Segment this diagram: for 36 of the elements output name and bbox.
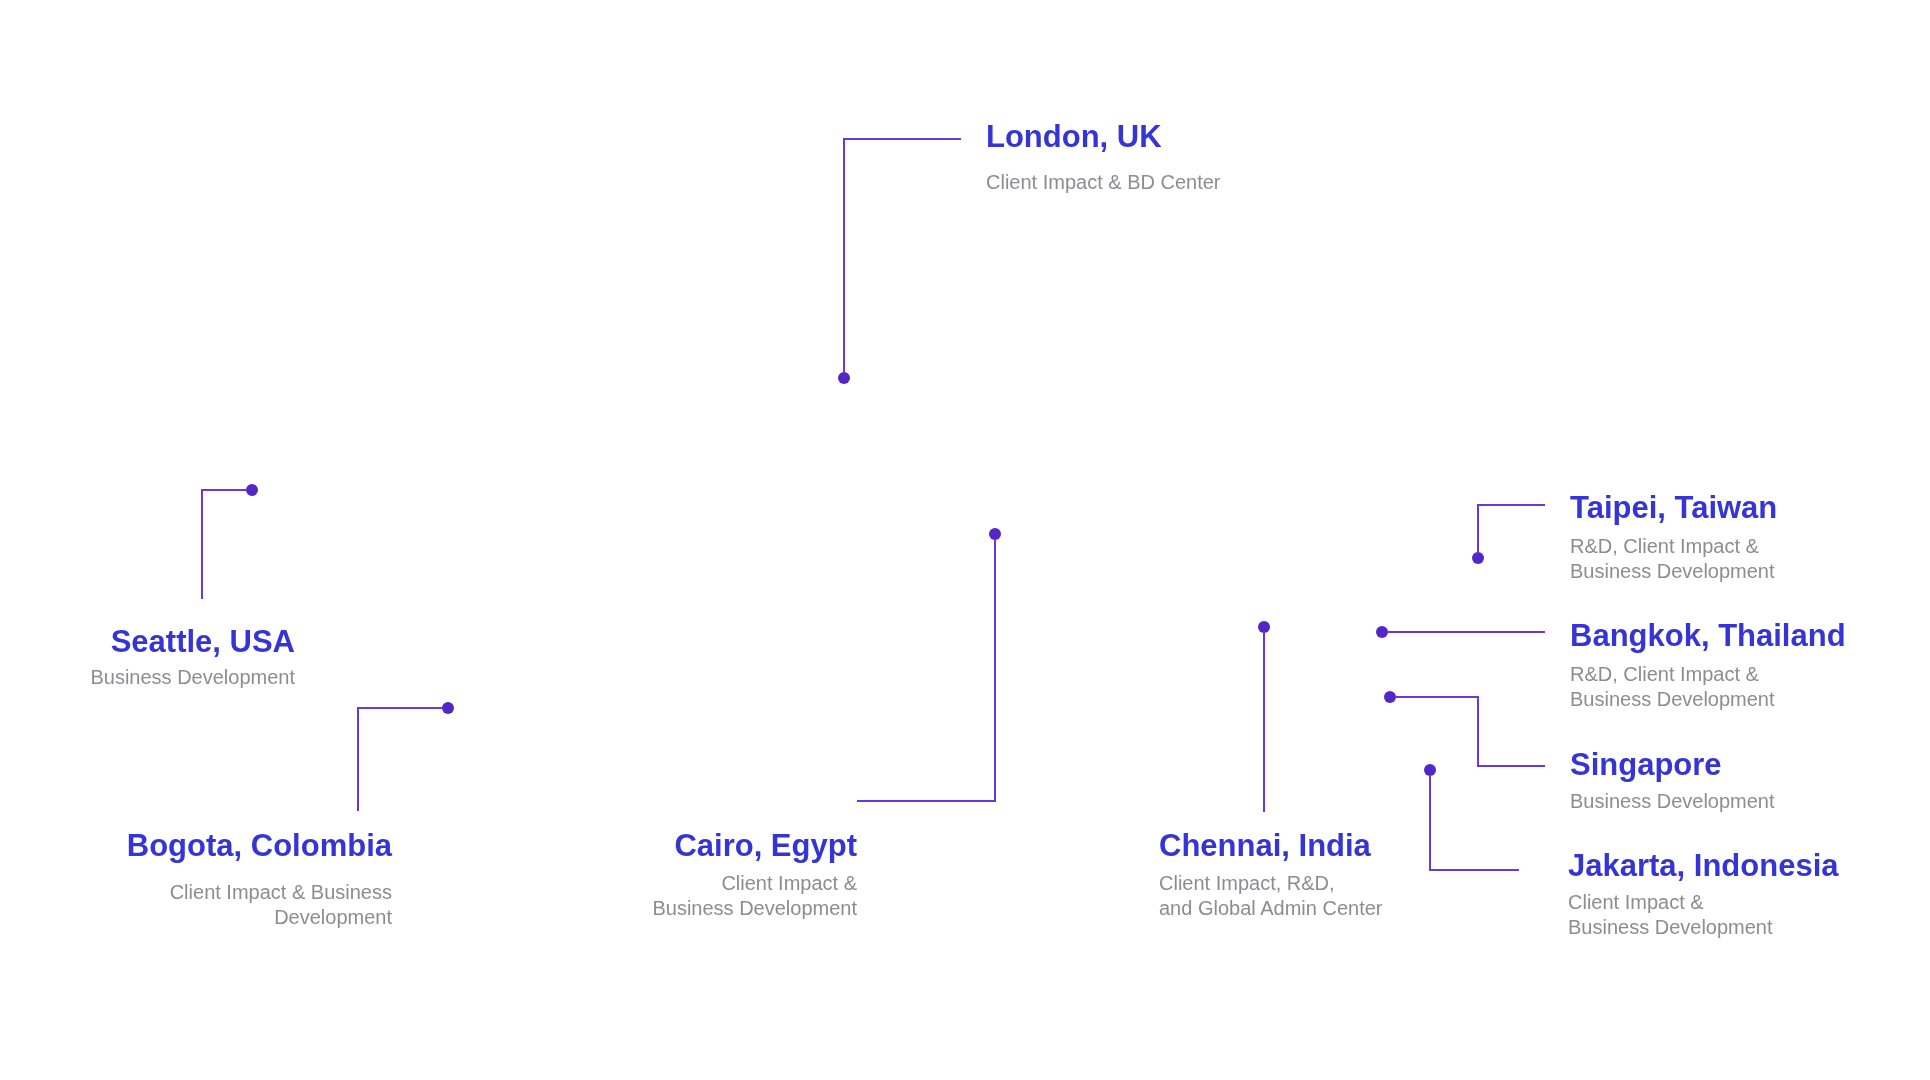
leader-line xyxy=(843,138,962,373)
office-description: Client Impact & Business Development xyxy=(652,870,857,921)
dot-marker-icon xyxy=(246,484,258,496)
office-description: R&D, Client Impact & Business Development xyxy=(1570,533,1775,584)
location-title: Cairo, Egypt xyxy=(674,828,857,864)
dot-marker-icon xyxy=(1472,552,1484,564)
dot-marker-icon xyxy=(442,702,454,714)
location-title: Bangkok, Thailand xyxy=(1570,618,1846,654)
dot-marker-icon xyxy=(838,372,850,384)
leader-line xyxy=(1387,631,1546,633)
dot-marker-icon xyxy=(1258,621,1270,633)
leader-line xyxy=(856,539,996,802)
leader-line xyxy=(1429,775,1520,871)
office-description: Client Impact & Business Development xyxy=(169,879,392,930)
office-description: Client Impact & Business Development xyxy=(1568,889,1773,940)
office-description: Client Impact & BD Center xyxy=(986,169,1221,195)
location-title: Chennai, India xyxy=(1159,828,1371,864)
office-description: Client Impact, R&D, and Global Admin Center xyxy=(1159,870,1383,921)
office-description: Business Development xyxy=(1570,788,1775,814)
dot-marker-icon xyxy=(1424,764,1436,776)
leader-line xyxy=(201,489,247,600)
location-title: London, UK xyxy=(986,119,1162,155)
office-description: Business Development xyxy=(90,664,295,690)
office-description: R&D, Client Impact & Business Development xyxy=(1570,661,1775,712)
dot-marker-icon xyxy=(1384,691,1396,703)
location-title: Jakarta, Indonesia xyxy=(1568,848,1839,884)
location-title: Bogota, Colombia xyxy=(126,828,392,864)
leader-line xyxy=(1263,632,1265,813)
location-title: Singapore xyxy=(1570,747,1722,783)
dot-marker-icon xyxy=(989,528,1001,540)
leader-line xyxy=(1395,696,1546,767)
dot-marker-icon xyxy=(1376,626,1388,638)
location-title: Seattle, USA xyxy=(110,624,295,660)
leader-line xyxy=(357,707,443,812)
location-title: Taipei, Taiwan xyxy=(1570,490,1778,526)
leader-line xyxy=(1477,504,1546,553)
